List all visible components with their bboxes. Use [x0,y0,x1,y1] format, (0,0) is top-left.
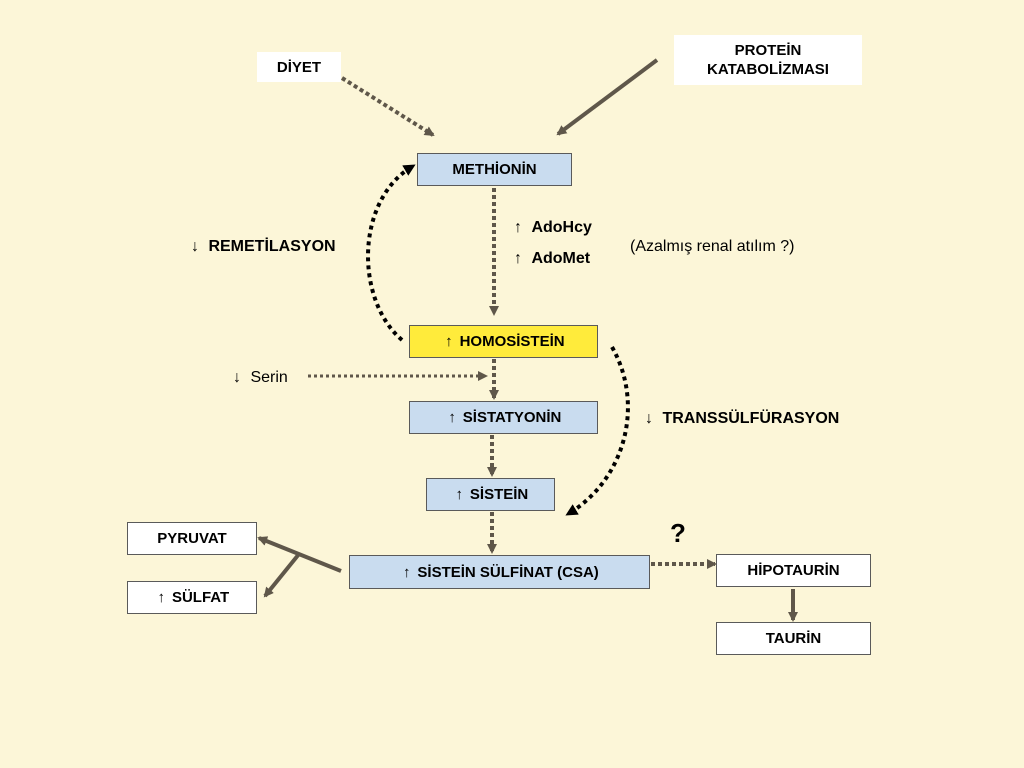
up-arrow-icon: ↑ [514,250,522,267]
node-diyet-label: DİYET [276,58,322,76]
node-protein-katabolizmasi: PROTEİN KATABOLİZMASI [674,35,862,85]
node-pyruvat: PYRUVAT [127,522,257,555]
arrow-transsulfurasyon [565,346,630,516]
label-renal: (Azalmış renal atılım ?) [630,238,795,255]
label-serin-text: Serin [250,369,288,386]
node-sulfat-label: SÜLFAT [171,589,230,606]
down-arrow-icon: ↓ [191,238,199,255]
up-arrow-icon: ↑ [448,409,456,426]
label-adomet-text: AdoMet [531,250,591,267]
node-hipotaurin: HİPOTAURİN [716,554,871,587]
up-arrow-icon: ↑ [157,589,166,606]
node-protein-katabolizmasi-label: PROTEİN KATABOLİZMASI [707,42,829,78]
arrow-csa-pyruvat [257,536,342,573]
label-adomet: ↑ AdoMet [514,249,590,268]
label-adohcy: ↑ AdoHcy [514,218,592,237]
node-diyet: DİYET [257,52,341,82]
node-hipotaurin-label: HİPOTAURİN [747,562,840,579]
up-arrow-icon: ↑ [402,563,411,581]
node-sistein-sulfinat-label: SİSTEİN SÜLFİNAT (CSA) [417,563,599,581]
node-pyruvat-label: PYRUVAT [157,530,227,547]
label-transsulfurasyon: ↓ TRANSSÜLFÜRASYON [645,409,839,428]
up-arrow-icon: ↑ [514,219,522,236]
node-methionin: METHİONİN [417,153,572,186]
arrow-remetilasyon [366,164,416,342]
label-remetilasyon: ↓ REMETİLASYON [191,237,336,256]
node-taurin: TAURİN [716,622,871,655]
node-methionin-label: METHİONİN [452,161,537,178]
label-remetilasyon-text: REMETİLASYON [208,238,336,255]
label-transsulfurasyon-text: TRANSSÜLFÜRASYON [662,410,840,427]
label-question: ? [670,518,686,548]
down-arrow-icon: ↓ [233,369,241,386]
node-sulfat: ↑ SÜLFAT [127,581,257,614]
node-taurin-label: TAURİN [765,630,822,647]
down-arrow-icon: ↓ [645,410,653,427]
arrow-branch-sulfat [263,552,301,598]
arrow-protein-methionin [556,58,659,136]
node-homosistein: ↑ HOMOSİSTEİN [409,325,598,358]
node-homosistein-label: HOMOSİSTEİN [459,333,565,350]
node-sistein-sulfinat: ↑ SİSTEİN SÜLFİNAT (CSA) [349,555,650,589]
node-sistein-label: SİSTEİN [469,486,529,503]
node-sistatyonin-label: SİSTATYONİN [462,409,562,426]
label-adohcy-text: AdoHcy [531,219,592,236]
up-arrow-icon: ↑ [455,486,463,503]
node-sistatyonin: ↑ SİSTATYONİN [409,401,598,434]
arrow-diyet-methionin [340,76,435,137]
node-sistein: ↑ SİSTEİN [426,478,555,511]
label-serin: ↓ Serin [233,368,288,387]
up-arrow-icon: ↑ [445,333,453,350]
